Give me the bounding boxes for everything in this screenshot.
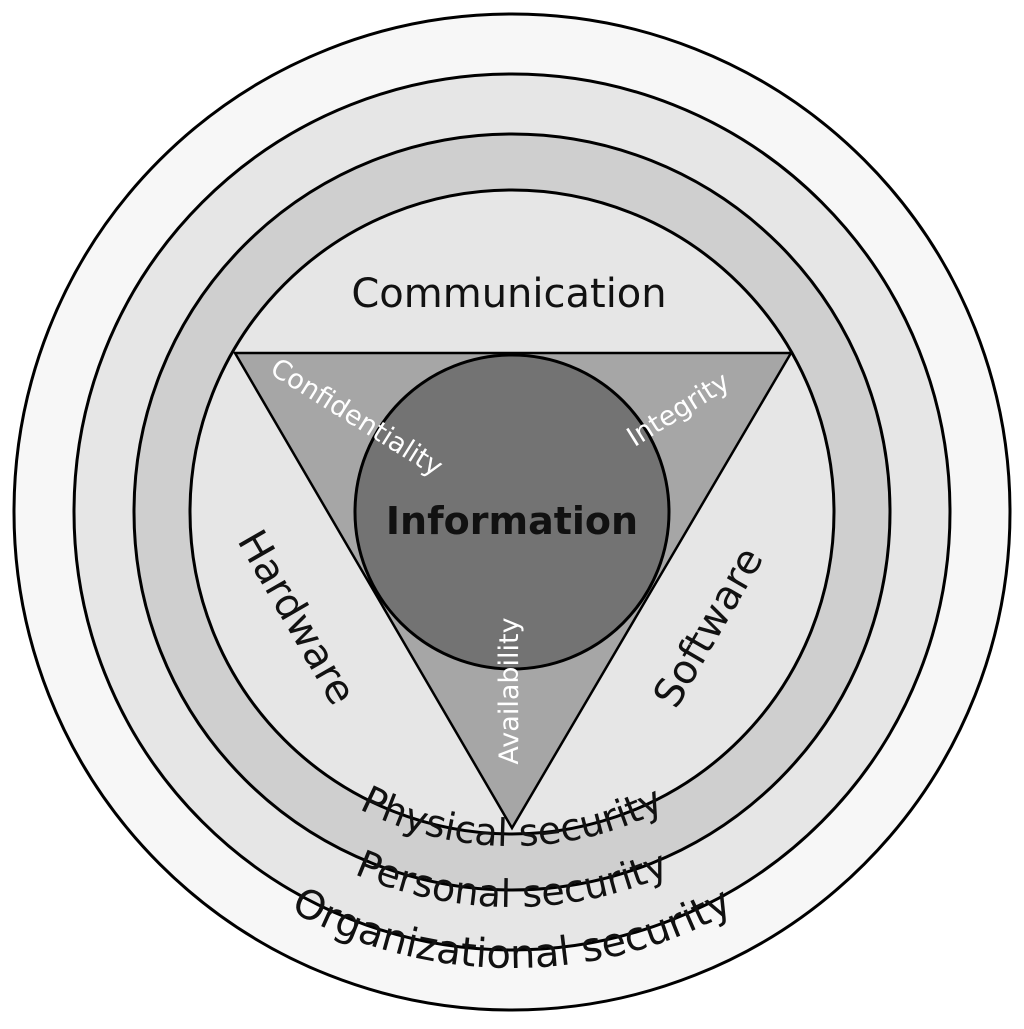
information-label: Information (386, 499, 638, 543)
communication-label: Communication (351, 271, 666, 317)
information-core (353, 353, 671, 671)
availability-label: Availability (494, 617, 525, 764)
